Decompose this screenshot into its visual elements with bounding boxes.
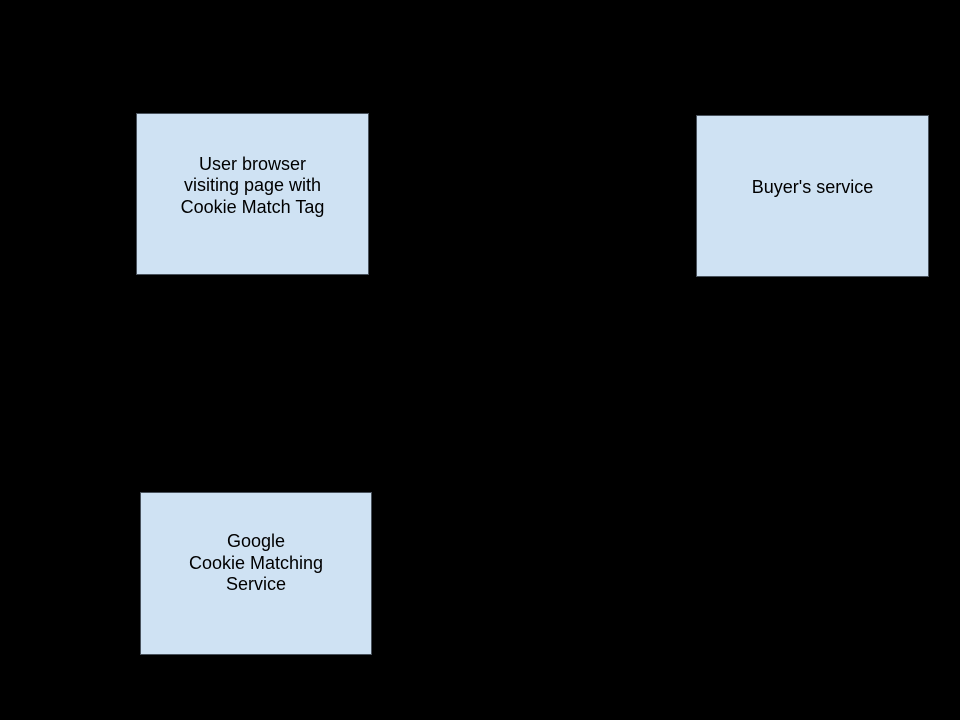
node-user-browser: User browser visiting page with Cookie M… (136, 113, 369, 275)
node-buyers-service: Buyer's service (696, 115, 929, 277)
node-google-cookie-matching-service-label: Google Cookie Matching Service (188, 531, 324, 595)
node-google-cookie-matching-service: Google Cookie Matching Service (140, 492, 372, 655)
node-buyers-service-label: Buyer's service (751, 177, 874, 198)
node-user-browser-label: User browser visiting page with Cookie M… (180, 153, 325, 217)
